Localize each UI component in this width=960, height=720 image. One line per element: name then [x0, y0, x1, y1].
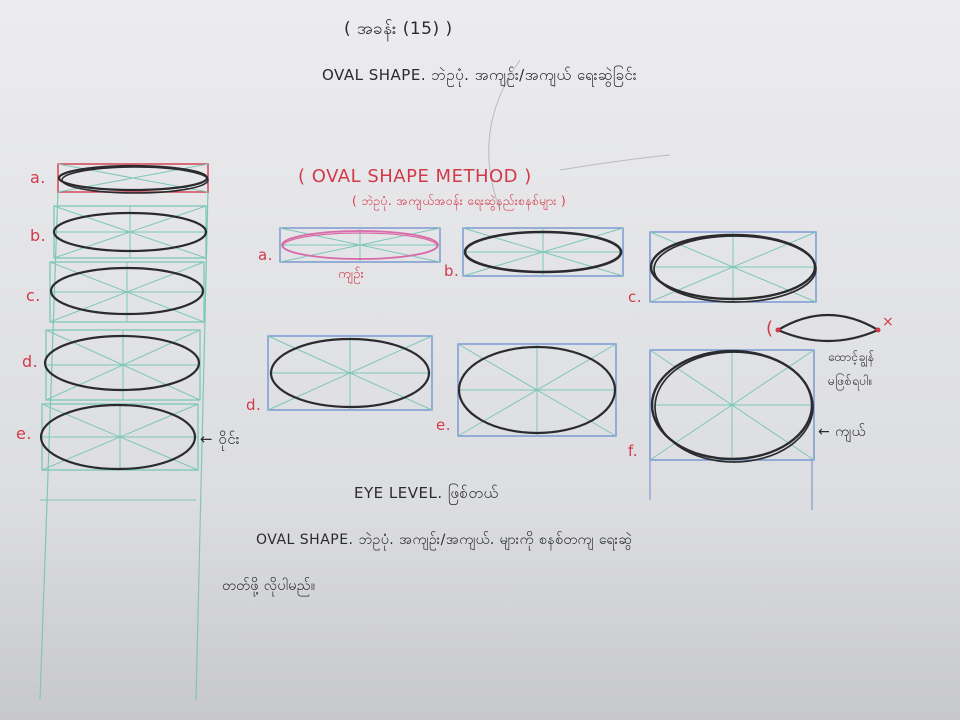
- left-label-b: b.: [30, 226, 47, 245]
- smudge-line: [559, 154, 671, 171]
- smudge-curve: [488, 59, 521, 211]
- lesson-number: ( အခန်း (15) ): [344, 19, 453, 39]
- side-note-line1: ထောင့်ချွန်: [828, 350, 875, 364]
- method-oval-a-retrace: [282, 232, 438, 260]
- left-oval-a-retrace: [61, 166, 209, 194]
- grid-label-b: b.: [444, 262, 460, 280]
- summary-line-2: တတ်ဖို့ လိုပါမည်။: [222, 578, 316, 594]
- narrow-note: ကျဉ်း: [338, 267, 365, 282]
- eye-level-text: EYE LEVEL. ဖြစ်တယ်: [354, 484, 499, 502]
- left-label-d: d.: [22, 352, 39, 371]
- method-oval-c: [649, 233, 817, 301]
- left-label-c: c.: [26, 286, 41, 305]
- grid-label-c: c.: [628, 288, 643, 306]
- grid-label-d: d.: [246, 396, 262, 414]
- left-label-e: e.: [16, 424, 32, 443]
- side-note-paren: (: [766, 318, 774, 339]
- method-oval-f-retrace: [654, 351, 814, 463]
- grid-label-e: e.: [436, 416, 451, 434]
- method-oval-b: [463, 230, 623, 274]
- side-note-cross: ×: [882, 314, 895, 330]
- method-oval-c-retrace: [653, 235, 817, 303]
- wide-note: ← ကျယ်: [818, 424, 866, 440]
- side-note-line2: မဖြစ်ရပါ။: [828, 374, 873, 388]
- pointed-end-marker: [875, 327, 881, 333]
- left-rail-left: [39, 189, 59, 701]
- left-oval-c: [49, 266, 205, 316]
- summary-line-1: OVAL SHAPE. ဘဲဥပုံ. အကျဉ်း/အကျယ်. များကိ…: [256, 532, 633, 548]
- left-oval-b: [52, 211, 208, 253]
- topic-title: OVAL SHAPE. ဘဲဥပုံ. အကျဉ်း/အကျယ် ရေးဆွဲခ…: [322, 66, 638, 84]
- left-oval-e: [39, 403, 197, 471]
- method-title: ( OVAL SHAPE METHOD ): [298, 166, 532, 187]
- grid-label-a: a.: [258, 246, 273, 264]
- method-oval-d: [269, 337, 431, 409]
- left-oval-d: [43, 334, 201, 392]
- pointed-end-marker: [775, 327, 781, 333]
- left-rail-right: [195, 189, 209, 701]
- left-label-a: a.: [30, 168, 46, 187]
- method-oval-f: [650, 349, 814, 461]
- method-subtitle: ( ဘဲဥပုံ. အကျယ်အဝန်း ရေးဆွဲနည်းစနစ်များ …: [352, 194, 567, 208]
- round-annotation: ← ဝိုင်း: [200, 430, 240, 448]
- grid-label-f: f.: [628, 442, 638, 460]
- method-oval-e: [457, 345, 617, 435]
